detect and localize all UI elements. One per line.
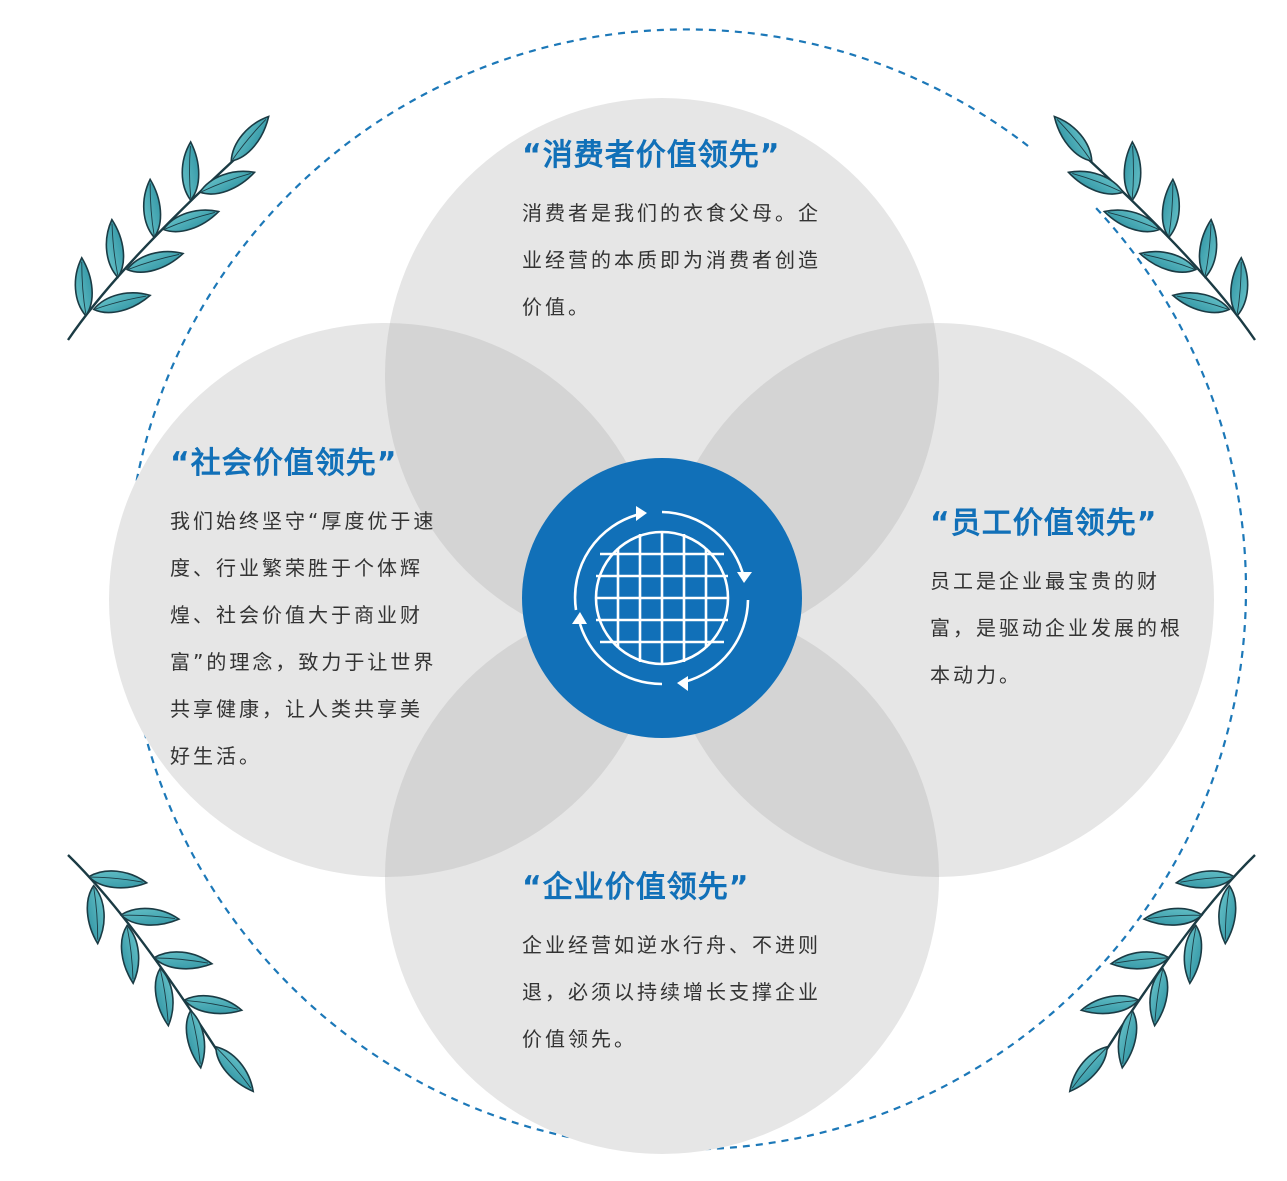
globe-cycle-icon: [573, 510, 750, 686]
panel-title: “消费者价值领先”: [522, 138, 781, 173]
panel-social-value: “社会价值领先” 我们始终坚守“厚度优于速度、行业繁荣胜于个体辉煌、社会价值大于…: [170, 438, 440, 780]
panel-body: 员工是企业最宝贵的财富，是驱动企业发展的根本动力。: [930, 569, 1183, 687]
panel-staff-value: “员工价值领先” 员工是企业最宝贵的财富，是驱动企业发展的根本动力。: [930, 498, 1190, 699]
panel-title: “社会价值领先”: [170, 446, 398, 481]
cycle-arrowheads: [572, 506, 752, 691]
leaf-branch-icon: [67, 854, 260, 1099]
leaf-branch-icon: [1063, 854, 1256, 1099]
panel-body: 企业经营如逆水行舟、不进则退，必须以持续增长支撑企业价值领先。: [522, 933, 821, 1051]
panel-title: “企业价值领先”: [522, 870, 750, 905]
center-badge: [522, 458, 802, 738]
panel-title: “员工价值领先”: [930, 506, 1158, 541]
panel-business-value: “企业价值领先” 企业经营如逆水行舟、不进则退，必须以持续增长支撑企业价值领先。: [522, 862, 822, 1063]
leaf-branch-icon: [67, 111, 277, 341]
panel-body: 消费者是我们的衣食父母。企业经营的本质即为消费者创造价值。: [522, 201, 821, 319]
leaf-branch-icon: [1046, 111, 1256, 341]
panel-consumer-value: “消费者价值领先” 消费者是我们的衣食父母。企业经营的本质即为消费者创造价值。: [522, 130, 822, 331]
panel-body: 我们始终坚守“厚度优于速度、行业繁荣胜于个体辉煌、社会价值大于商业财富”的理念，…: [170, 509, 437, 768]
